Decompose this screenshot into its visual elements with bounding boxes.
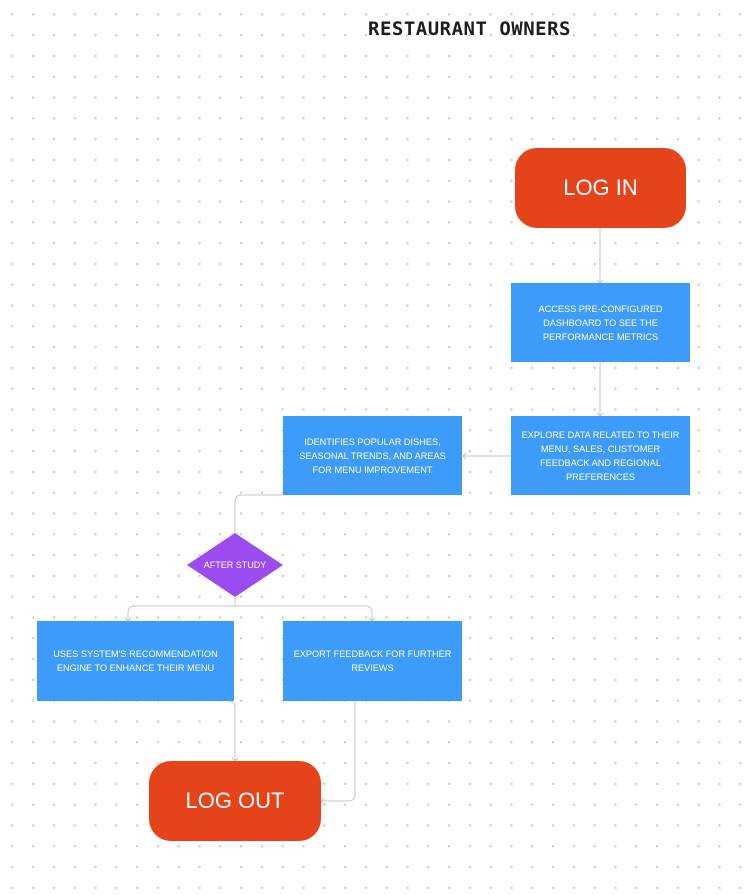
connector-recommendation-to-logout (227, 700, 239, 762)
login-node: LOG IN (515, 148, 686, 228)
export-feedback-node: EXPORT FEEDBACK FOR FURTHER REVIEWS (283, 621, 462, 701)
connector-decision-to-export (235, 605, 376, 622)
explore-data-node: EXPLORE DATA RELATED TO THEIR MENU, SALE… (511, 416, 690, 495)
after-study-decision: AFTER STUDY (187, 533, 283, 597)
identify-popular-node: IDENTIFIES POPULAR DISHES, SEASONAL TREN… (283, 416, 462, 495)
diagram-title: RESTAURANT OWNERS (368, 18, 571, 40)
connector-export-to-logout (320, 701, 356, 805)
decision-diamond-shape (187, 533, 283, 597)
connector-identify-to-decision (231, 494, 283, 537)
after-study-label: AFTER STUDY (203, 559, 267, 570)
recommendation-node: USES SYSTEM'S RECOMMENDATION ENGINE TO E… (37, 621, 234, 701)
logout-node: LOG OUT (149, 761, 321, 841)
access-dashboard-node: ACCESS PRE-CONFIGURED DASHBOARD TO SEE T… (511, 283, 690, 362)
connector-decision-to-recommendation (124, 597, 236, 622)
